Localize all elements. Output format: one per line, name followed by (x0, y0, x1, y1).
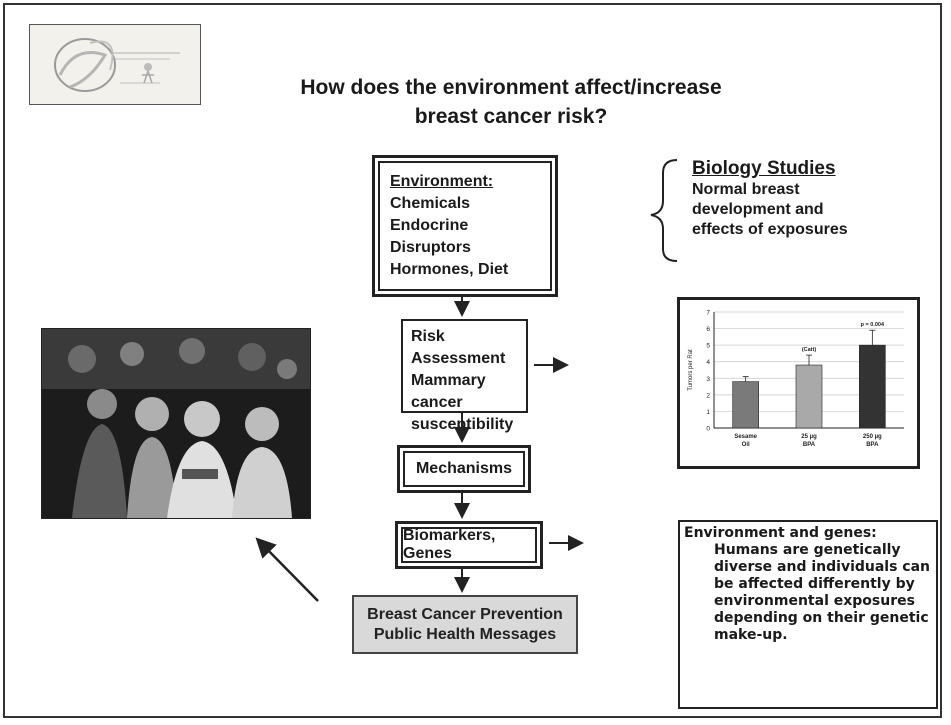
chart-x-tick-label: 250 µg (863, 434, 882, 440)
environment-item: Hormones, Diet (390, 261, 509, 278)
connectors (255, 159, 678, 602)
chart-x-tick-label: Oil (742, 442, 750, 448)
risk-line: Risk Assessment (411, 328, 506, 367)
environment-genes-note: Environment and genes: Humans are geneti… (678, 520, 938, 709)
genes-note-body: Humans are genetically diverse and indiv… (714, 542, 931, 643)
environment-item: Endocrine Disruptors (390, 217, 471, 256)
chart-bar (795, 364, 823, 429)
environment-item: Chemicals (390, 195, 471, 212)
chart-annotation: p = 0.004 (861, 322, 885, 328)
chart-y-tick-label: 2 (706, 392, 710, 399)
chart-y-tick-label: 3 (706, 376, 710, 383)
environment-box: Environment: Chemicals Endocrine Disrupt… (372, 155, 558, 297)
slide: How does the environment affect/increase… (3, 3, 942, 718)
chart-y-tick-label: 1 (706, 409, 710, 416)
mechanisms-label: Mechanisms (403, 451, 525, 487)
slide-title: How does the environment affect/increase… (211, 73, 811, 131)
chart-x-tick-label: 25 µg (801, 434, 817, 440)
genes-note-heading: Environment and genes: (684, 525, 877, 541)
title-line-2: breast cancer risk? (414, 105, 608, 128)
chart-y-tick-label: 6 (706, 326, 710, 333)
prevention-line-2: Public Health Messages (373, 625, 557, 643)
logo (29, 24, 201, 105)
risk-line: Mammary cancer (411, 372, 486, 411)
chart-y-axis-label: Tumors per Rat (688, 349, 694, 391)
chart-y-tick-label: 5 (706, 343, 710, 350)
chart-y-tick-label: 0 (706, 426, 710, 433)
group-photo (41, 328, 311, 519)
biomarkers-box: Biomarkers, Genes (395, 521, 543, 569)
chart-x-tick-label: BPA (803, 442, 816, 448)
chart-annotation: (Catt) (802, 347, 817, 353)
title-line-1: How does the environment affect/increase (300, 76, 722, 99)
environment-heading: Environment: (390, 173, 494, 190)
biology-studies-line: Normal breast (692, 181, 800, 198)
logo-graphic (54, 38, 180, 92)
prevention-line-1: Breast Cancer Prevention (367, 605, 563, 623)
chart-x-tick-label: Sesame (734, 434, 757, 440)
chart-y-tick-label: 4 (706, 359, 710, 366)
biology-studies-line: effects of exposures (692, 221, 848, 238)
biology-studies: Biology Studies Normal breast developmen… (692, 158, 942, 240)
brace-icon (650, 159, 678, 262)
biology-studies-title: Biology Studies (692, 158, 836, 179)
diagonal-arrow-icon (255, 537, 319, 602)
mechanisms-box: Mechanisms (397, 445, 531, 493)
biology-studies-line: development and (692, 201, 824, 218)
chart-bar (732, 381, 759, 429)
chart-y-tick-label: 7 (706, 310, 710, 317)
prevention-box: Breast Cancer Prevention Public Health M… (352, 595, 578, 654)
biomarkers-label: Biomarkers, Genes (401, 527, 537, 563)
chart-x-tick-label: BPA (866, 442, 879, 448)
